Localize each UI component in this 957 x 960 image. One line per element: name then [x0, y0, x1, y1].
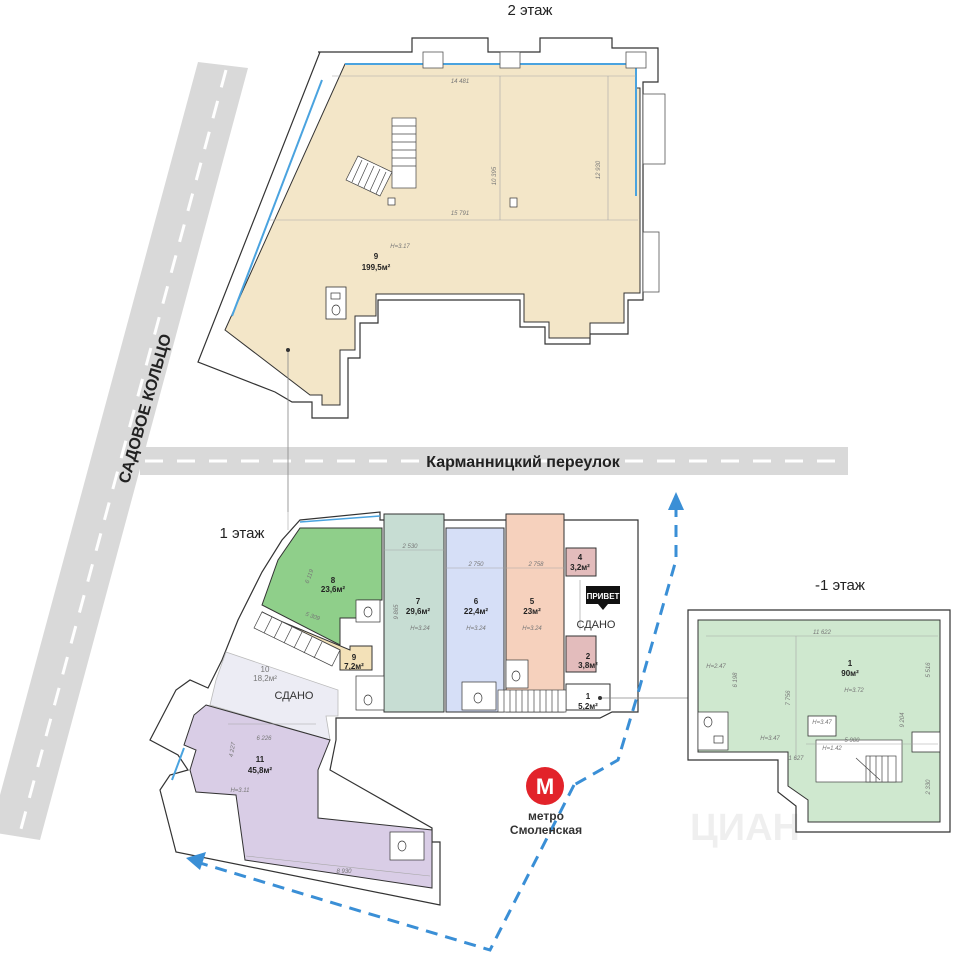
second-floor-room-number: 9: [374, 252, 379, 261]
basement-dim-v4: 5 516: [926, 662, 932, 678]
basement-height-d: H=1.42: [822, 746, 842, 752]
second-floor-dim-top: 14 481: [451, 79, 469, 85]
first-floor-staircase: [253, 611, 567, 713]
basement-dim-v1: 6 198: [733, 672, 739, 688]
second-floor-wc: [325, 286, 347, 320]
second-floor-room-area: 199,5м²: [362, 263, 391, 272]
dim-room11-a: 6 226: [256, 736, 272, 742]
metro-label-line2: Смоленская: [510, 823, 582, 837]
sdano-left: СДАНО: [275, 690, 314, 702]
basement-staircase: [815, 739, 903, 783]
room8-number: 8: [331, 576, 336, 585]
first-floor-plan: [149, 511, 639, 906]
dim-room7: 2 530: [401, 544, 418, 550]
room11-number: 11: [256, 755, 265, 764]
room6-area: 22,4м²: [464, 607, 488, 616]
dim-room5: 2 758: [527, 562, 544, 568]
basement-plan: [687, 609, 951, 833]
room11-area: 45,8м²: [248, 766, 272, 775]
room1-number: 1: [586, 692, 591, 701]
basement-dim-h3: 2 330: [926, 779, 932, 796]
first-floor-room-8: [261, 527, 383, 646]
dim-room11-b: 4 227: [229, 741, 238, 757]
room4-number: 4: [578, 553, 583, 562]
room4-area: 3,2м²: [570, 563, 590, 572]
garden-ring-road: [0, 62, 248, 841]
first-floor-wc-units: [355, 599, 529, 861]
lane-label: Карманницкий переулок: [426, 454, 621, 471]
room7-area: 29,6м²: [406, 607, 430, 616]
second-floor-label: 2 этаж: [508, 2, 553, 19]
basement-room-area: 90м²: [841, 669, 859, 678]
watermark: ЦИАН: [690, 807, 800, 849]
first-floor-room-10: [209, 651, 339, 741]
room9-first-number: 9: [352, 653, 357, 662]
basement-dim-v2: 7 756: [786, 690, 792, 706]
dim-room8-b: 5 309: [304, 612, 321, 623]
first-floor-room-6: [445, 527, 505, 713]
first-floor-room-2: [565, 635, 597, 673]
room9-first-area: 7,2м²: [344, 662, 364, 671]
second-floor-plan: [197, 37, 666, 530]
second-floor-dim-v2: 12 930: [596, 160, 602, 179]
basement-room-number: 1: [848, 659, 853, 668]
basement-height-b: H=3.47: [812, 720, 832, 726]
room6-number: 6: [474, 597, 479, 606]
tenant-logo-text: ПРИВЕТ: [587, 592, 620, 601]
walking-route: [189, 505, 678, 952]
route-arrow-left: [186, 852, 206, 870]
first-floor-room-9: [261, 611, 373, 671]
tenant-logo: ПРИВЕТ: [586, 586, 620, 610]
basement-dim-top: 11 622: [813, 630, 832, 636]
first-floor-room-11: [183, 704, 433, 889]
room5-height: H=3.24: [522, 626, 542, 632]
second-floor-room-9: [224, 63, 641, 406]
basement-label: -1 этаж: [815, 577, 865, 594]
karmannitsky-lane-road: [140, 447, 848, 475]
room11-height: H=3.11: [230, 788, 249, 794]
metro-logo: М: [526, 767, 564, 805]
second-floor-dim-v1: 10 395: [492, 166, 498, 185]
dim-room8-a: 6 119: [305, 568, 316, 584]
basement-dim-h1: 5 900: [844, 738, 860, 744]
second-floor-staircase: [345, 117, 417, 197]
basement-dim-h2: 1 627: [788, 756, 804, 762]
room8-area: 23,6м²: [321, 585, 345, 594]
first-floor-room-7: [383, 513, 445, 713]
room5-number: 5: [530, 597, 535, 606]
room6-height: H=3.24: [466, 626, 486, 632]
room7-number: 7: [416, 597, 421, 606]
route-arrow-up: [668, 492, 684, 510]
metro-label-line1: метро: [528, 809, 564, 823]
room10-number: 10: [261, 665, 270, 674]
sdano-right: СДАНО: [577, 619, 616, 631]
second-floor-dim-middle: 15 791: [451, 211, 469, 217]
room2-area: 3,8м²: [578, 661, 598, 670]
basement-height-c: H=3.47: [760, 736, 780, 742]
first-floor-label: 1 этаж: [220, 525, 265, 542]
second-floor-room-height: H=3.17: [390, 244, 410, 250]
basement-dim-v3: 9 204: [900, 712, 906, 728]
metro-logo-letter: М: [536, 774, 554, 799]
room1-area: 5,2м²: [578, 702, 598, 711]
room7-height: H=3.24: [410, 626, 430, 632]
basement-wc: [697, 711, 729, 751]
dim-room11-c: 8 930: [336, 869, 352, 875]
basement-room-height: H=3.72: [844, 688, 864, 694]
room5-area: 23м²: [523, 607, 541, 616]
dim-room7-v: 9 865: [394, 604, 400, 620]
room2-number: 2: [586, 652, 591, 661]
first-floor-room-4: [565, 547, 597, 577]
basement-height-a: H=2.47: [706, 664, 726, 670]
room10-area: 18,2м²: [253, 674, 277, 683]
dim-room6: 2 750: [467, 562, 484, 568]
first-floor-room-1: [565, 683, 611, 711]
